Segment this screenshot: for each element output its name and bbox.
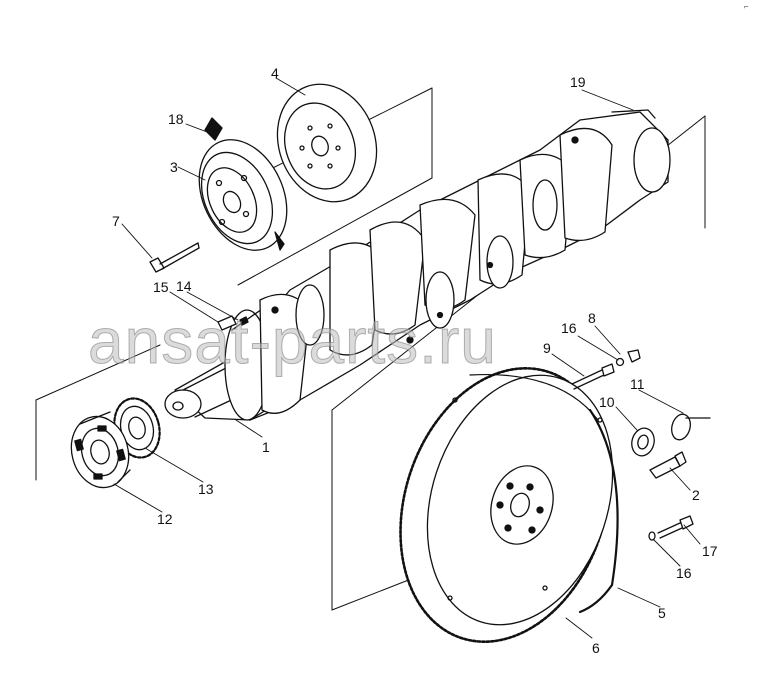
callout-10: 10 — [599, 394, 615, 410]
callout-4: 4 — [271, 65, 279, 81]
callout-2: 2 — [692, 487, 700, 503]
callout-18: 18 — [168, 111, 184, 127]
flywheel — [399, 367, 619, 643]
callout-16-lower: 16 — [676, 565, 692, 581]
flywheel-bolt — [649, 451, 687, 479]
dowel-bolt-set — [571, 349, 641, 390]
callout-7: 7 — [112, 213, 120, 229]
callout-3: 3 — [170, 159, 178, 175]
callout-11: 11 — [630, 376, 645, 392]
callout-6: 6 — [592, 640, 600, 656]
front-sleeve — [70, 411, 131, 489]
callout-14: 14 — [176, 278, 192, 294]
woodruff-key-and-pin — [217, 315, 249, 331]
bolt-with-washer — [648, 515, 694, 541]
pilot-bearing — [631, 427, 655, 457]
callout-9: 9 — [543, 340, 551, 356]
callout-19: 19 — [570, 74, 586, 90]
leader-lines — [113, 77, 701, 639]
callout-17: 17 — [702, 543, 718, 559]
crankshaft — [164, 109, 671, 421]
vibration-damper — [276, 83, 378, 203]
callout-5: 5 — [658, 605, 666, 621]
callout-12: 12 — [157, 511, 173, 527]
snap-ring — [671, 413, 711, 441]
callout-13: 13 — [198, 481, 214, 497]
callout-1: 1 — [262, 439, 270, 455]
callout-8: 8 — [588, 310, 596, 326]
crankshaft-pulley — [198, 117, 288, 251]
callout-16-upper: 16 — [561, 320, 577, 336]
pulley-bolt — [149, 242, 200, 273]
corner-mark: ⌐ — [744, 2, 749, 11]
watermark-text: ansat-parts.ru — [88, 305, 497, 378]
callout-15: 15 — [153, 279, 169, 295]
reference-plane-left — [35, 344, 161, 481]
